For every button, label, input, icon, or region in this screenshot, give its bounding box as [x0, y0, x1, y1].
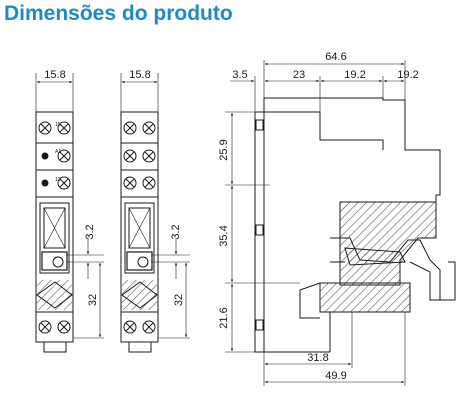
- dim-bottom-long: 49.9: [325, 370, 346, 382]
- dim-left-tall: 32: [87, 294, 99, 306]
- dim-seg-c: 19.2: [344, 69, 365, 81]
- dim-left-width: 15.8: [44, 69, 65, 81]
- dim-overall-width: 64.6: [325, 51, 346, 63]
- terminal-mark: 12: [55, 177, 61, 183]
- dim-seg-a: 3.5: [232, 69, 247, 81]
- dim-seg-b: 23: [293, 69, 305, 81]
- dim-seg-d: 19.2: [397, 69, 418, 81]
- dim-middle-width: 15.8: [129, 69, 150, 81]
- terminal-mark: A1: [55, 149, 61, 155]
- dim-vert-bot: 21.6: [218, 307, 230, 328]
- dim-bottom-short: 31.8: [307, 352, 328, 364]
- relay-front-view-left: [35, 73, 104, 353]
- dim-vert-top: 25.9: [218, 139, 230, 160]
- dim-left-small: 3.2: [84, 224, 96, 239]
- terminal-mark: 11: [55, 122, 60, 128]
- relay-side-view: [225, 60, 456, 386]
- terminal-markings-left: 11 A1 12: [55, 122, 61, 183]
- relay-front-view-middle: [120, 73, 190, 353]
- page-title: Dimensões do produto: [4, 2, 233, 25]
- dim-middle-small: 3.2: [170, 224, 182, 239]
- dim-middle-tall: 32: [173, 294, 185, 306]
- dim-vert-mid: 35.4: [218, 225, 230, 246]
